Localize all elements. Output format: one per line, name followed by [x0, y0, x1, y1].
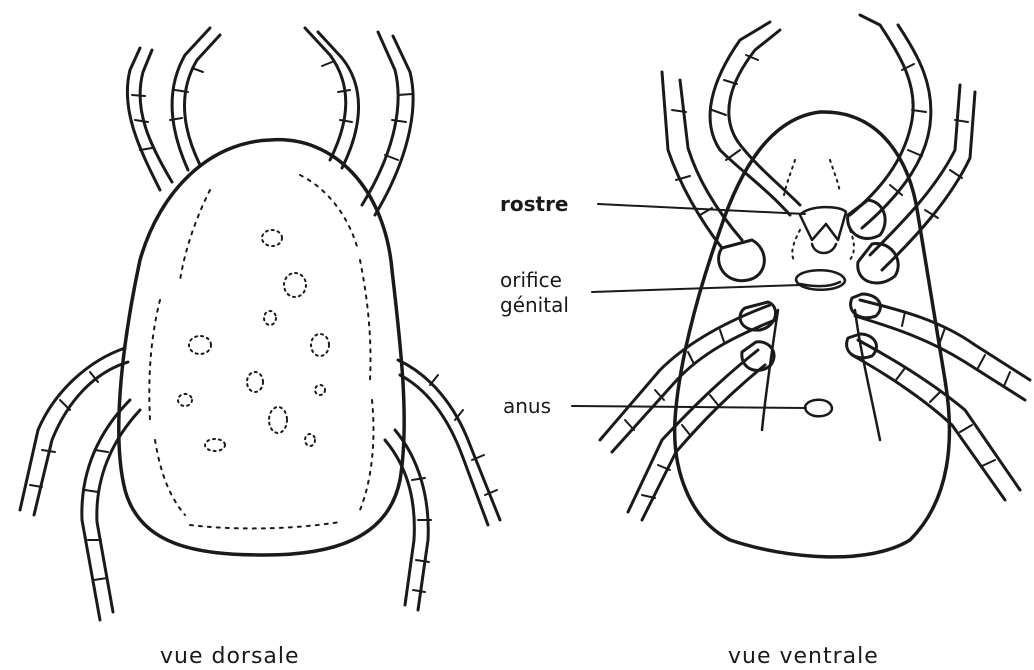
- label-anus: anus: [503, 394, 551, 418]
- dorsal-texture: [149, 175, 373, 528]
- rostre-shape: [800, 207, 846, 240]
- anus-shape: [805, 400, 832, 417]
- caption-ventral: vue ventrale: [728, 644, 879, 669]
- dorsal-leg-front-left-outer: [127, 48, 172, 190]
- anus-leader: [572, 406, 806, 408]
- label-genital: génital: [500, 293, 569, 317]
- dorsal-leg-rear-left-upper: [20, 348, 128, 515]
- ventral-leg-rear-left-lower: [628, 342, 774, 520]
- label-rostre: rostre: [500, 192, 569, 216]
- dorsal-spots: [178, 230, 329, 451]
- ventral-leg-front-right-outer: [858, 85, 975, 283]
- ventral-leg-segments: [625, 55, 1010, 498]
- ventral-leg-rear-right-lower: [847, 334, 1020, 500]
- dorsal-leg-front-left-inner: [172, 28, 220, 170]
- dorsal-leg-rear-left-lower: [82, 400, 140, 620]
- ventral-view: rostre orifice génital anus: [500, 15, 1030, 557]
- rostre-leader: [598, 204, 805, 214]
- genital-leader: [592, 285, 800, 292]
- dorsal-leg-front-right-outer: [362, 32, 413, 215]
- caption-dorsal: vue dorsale: [160, 644, 300, 669]
- ventral-anatomy: [762, 207, 880, 440]
- dorsal-view: [20, 28, 500, 620]
- dorsal-legs: [20, 28, 500, 620]
- label-orifice: orifice: [500, 268, 562, 292]
- ventral-legs: [600, 15, 1030, 520]
- dorsal-body: [119, 140, 404, 555]
